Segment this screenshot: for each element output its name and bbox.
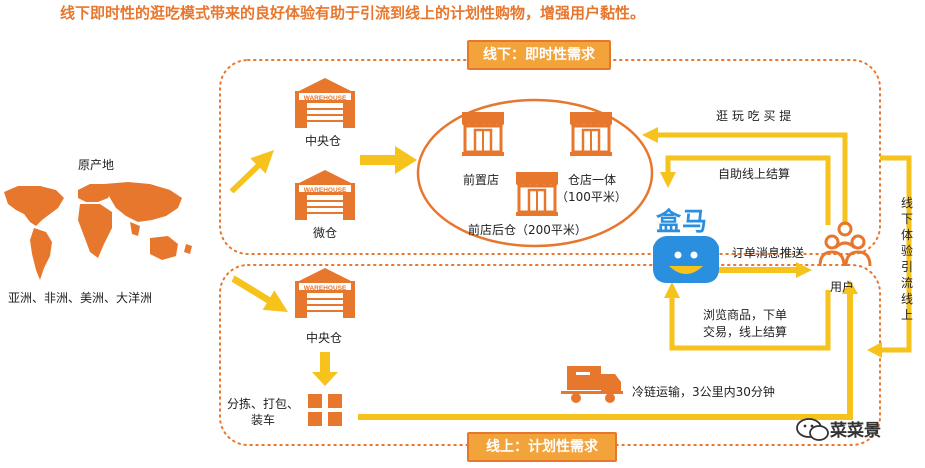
hema-logo: 盒马 [656,207,709,236]
micro-warehouse-icon [294,169,356,221]
micro-warehouse-sign: WAREHOUSE [304,187,347,194]
arrow-offline-to-online [867,342,882,358]
micro-warehouse-label: 微仓 [313,226,338,240]
central-warehouse-icon [294,77,356,129]
online-demand-tag: 线上：计划性需求 [467,432,617,462]
arrow-self-checkout [660,172,676,188]
offline-demand-tag: 线下：即时性需求 [467,40,611,70]
hema-mascot-icon [653,236,719,283]
browse-flow-label-line1: 浏览商品，下单 [703,308,788,322]
wechat-watermark-icon [796,418,829,441]
offline-to-online-route-line [880,155,912,353]
central-warehouse-sign: WAREHOUSE [304,95,347,102]
browse-flow-label-line2: 交易，线上结算 [703,325,788,339]
arrow-browse [664,282,680,298]
arrow-to-central-warehouse [229,150,274,194]
browse-route-line [669,290,831,351]
offline-to-online-flow-label: 线下体验引流线上 [900,196,913,322]
processing-label-line2: 装车 [251,413,276,427]
front-store-back-warehouse-icon [514,170,560,218]
arrow-order-push [714,262,812,278]
world-map-icon [4,182,192,280]
arrow-down-to-processing [312,352,338,386]
front-store-icon [460,110,506,158]
self-checkout-flow-label: 自助线上结算 [718,167,791,181]
watermark-text: 菜菜景 [830,421,881,441]
self-checkout-route-line [665,155,831,225]
cold-chain-flow-label: 冷链运输，3公里内30分钟 [632,385,775,399]
shopping-route-line [656,132,848,225]
flow-arrows [229,127,912,420]
arrow-to-user [842,280,858,294]
delivery-truck-icon [561,366,623,403]
arrow-to-stores [360,146,417,174]
store-warehouse-icon [568,110,614,158]
online-central-warehouse-icon [294,267,356,319]
arrow-shopping [642,127,658,143]
order-push-flow-label: 订单消息推送 [732,246,805,260]
processing-label-line1: 分拣、打包、 [227,397,300,411]
user-group-icon [818,221,872,267]
central-warehouse-label: 中央仓 [305,134,342,148]
store-ellipse [416,98,654,248]
user-label: 用户 [830,280,855,294]
headline: 线下即时性的逛吃模式带来的良好体验有助于引流到线上的计划性购物，增强用户黏性。 [60,4,646,22]
delivery-route-line [358,292,853,420]
origin-label: 原产地 [78,158,115,172]
online-central-warehouse-sign: WAREHOUSE [304,285,347,292]
store-warehouse-label-line1: 仓店一体 [568,173,617,187]
front-store-label: 前置店 [463,173,500,187]
front-store-back-warehouse-label: 前店后仓（200平米） [468,223,587,237]
processing-box-icon [308,394,342,426]
arrow-to-online-central-warehouse [231,275,288,312]
shopping-flow-label: 逛 玩 吃 买 提 [716,109,792,123]
origin-regions-label: 亚洲、非洲、美洲、大洋洲 [8,291,153,305]
online-central-warehouse-label: 中央仓 [306,331,343,345]
store-warehouse-label-line2: （100平米） [556,190,627,204]
